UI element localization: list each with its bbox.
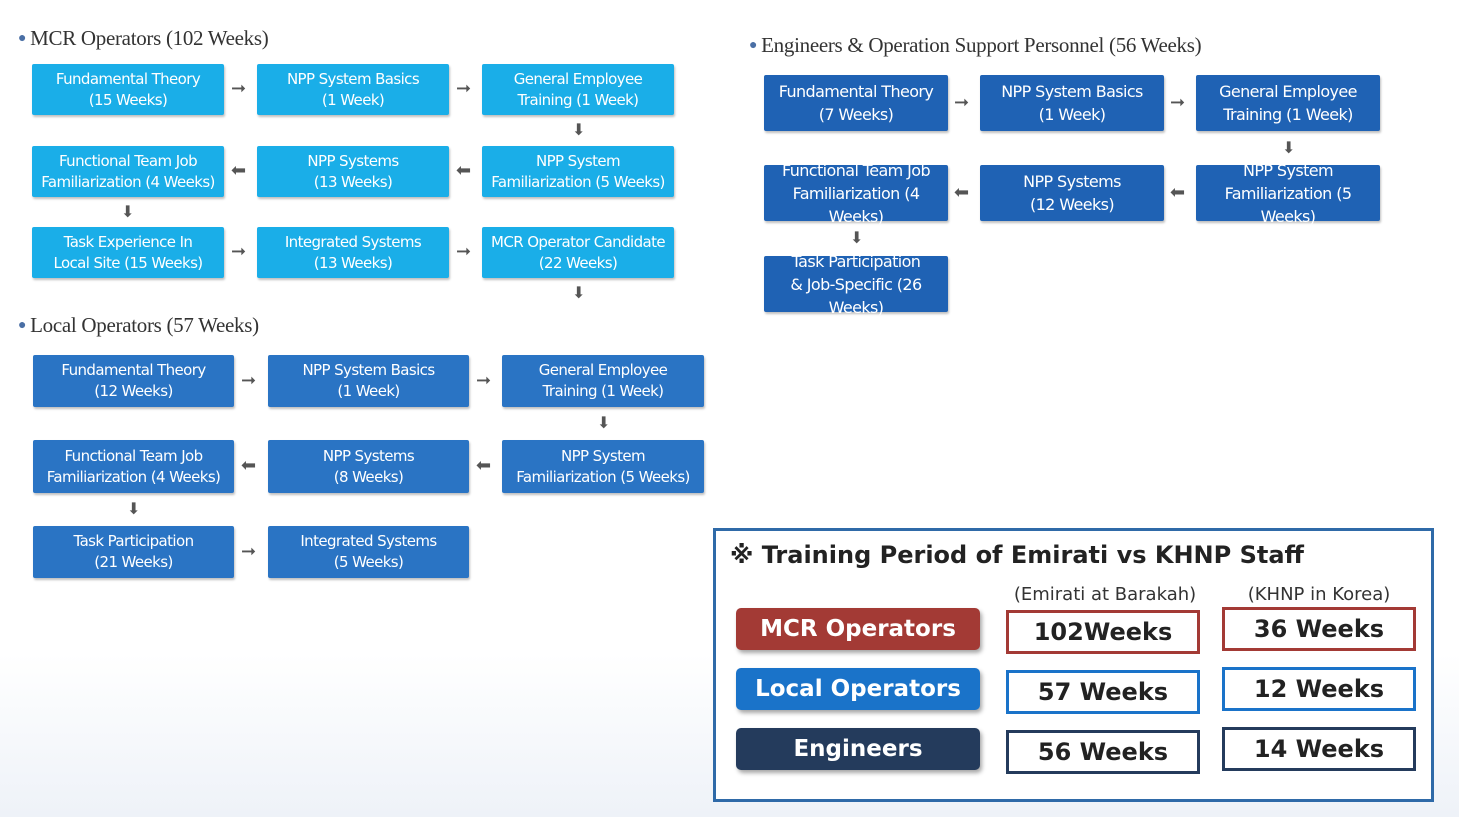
mcr-operators-label: MCR Operators bbox=[736, 608, 980, 650]
arrow-down-icon: ⬇ bbox=[850, 228, 864, 247]
local-step-box: Integrated Systems (5 Weeks) bbox=[268, 526, 469, 578]
arrow-left-icon: ⬅ bbox=[1170, 182, 1186, 203]
local-emirati-value: 57 Weeks bbox=[1006, 670, 1200, 714]
mcr-step-box: General Employee Training (1 Week) bbox=[482, 64, 674, 115]
mcr-step-box: Integrated Systems (13 Weeks) bbox=[257, 227, 449, 278]
arrow-left-icon: ⬅ bbox=[476, 455, 492, 476]
engineers-step-box: Task Participation & Job-Specific (26 We… bbox=[764, 252, 948, 317]
arrow-right-icon: ➞ bbox=[476, 370, 492, 391]
engineers-step-box: General Employee Training (1 Week) bbox=[1196, 75, 1380, 131]
training-period-comparison-panel: ※ Training Period of Emirati vs KHNP Sta… bbox=[713, 528, 1434, 802]
local-operators-label: Local Operators bbox=[736, 668, 980, 710]
arrow-down-icon: ⬇ bbox=[121, 202, 135, 221]
engineers-khnp-value: 14 Weeks bbox=[1222, 727, 1416, 771]
mcr-step-box: Fundamental Theory (15 Weeks) bbox=[32, 64, 224, 115]
column-header-khnp: (KHNP in Korea) bbox=[1247, 584, 1391, 605]
arrow-right-icon: ➞ bbox=[241, 541, 257, 562]
mcr-step-box: NPP Systems (13 Weeks) bbox=[257, 146, 449, 197]
local-step-box: NPP System Familiarization (5 Weeks) bbox=[502, 440, 704, 493]
mcr-step-box: Functional Team Job Familiarization (4 W… bbox=[32, 146, 224, 197]
mcr-step-box: NPP System Basics (1 Week) bbox=[257, 64, 449, 115]
mcr-step-box: NPP System Familiarization (5 Weeks) bbox=[482, 146, 674, 197]
column-header-emirati: (Emirati at Barakah) bbox=[1013, 584, 1197, 605]
engineers-step-box: NPP System Familiarization (5 Weeks) bbox=[1196, 161, 1380, 226]
bullet-icon: ● bbox=[18, 318, 27, 333]
arrow-down-icon: ⬇ bbox=[572, 283, 586, 302]
engineers-step-box: Fundamental Theory (7 Weeks) bbox=[764, 75, 948, 131]
local-step-box: Task Participation (21 Weeks) bbox=[33, 526, 234, 578]
local-section-title: ●Local Operators (57 Weeks) bbox=[18, 313, 259, 338]
local-khnp-value: 12 Weeks bbox=[1222, 667, 1416, 711]
mcr-title-text: MCR Operators (102 Weeks) bbox=[30, 26, 269, 50]
bullet-icon: ● bbox=[18, 31, 27, 46]
engineers-step-box: NPP System Basics (1 Week) bbox=[980, 75, 1164, 131]
mcr-emirati-value: 102Weeks bbox=[1006, 610, 1200, 654]
arrow-down-icon: ⬇ bbox=[127, 499, 141, 518]
engineers-title-text: Engineers & Operation Support Personnel … bbox=[761, 33, 1202, 57]
arrow-right-icon: ➞ bbox=[456, 78, 472, 99]
arrow-right-icon: ➞ bbox=[231, 78, 247, 99]
arrow-down-icon: ⬇ bbox=[1282, 138, 1296, 157]
bullet-icon: ● bbox=[749, 38, 758, 53]
local-step-box: Functional Team Job Familiarization (4 W… bbox=[33, 440, 234, 493]
engineers-label: Engineers bbox=[736, 728, 980, 770]
arrow-left-icon: ⬅ bbox=[456, 160, 472, 181]
arrow-right-icon: ➞ bbox=[1170, 92, 1186, 113]
mcr-section-title: ●MCR Operators (102 Weeks) bbox=[18, 26, 269, 51]
arrow-down-icon: ⬇ bbox=[597, 413, 611, 432]
local-step-box: General Employee Training (1 Week) bbox=[502, 355, 704, 407]
local-step-box: NPP System Basics (1 Week) bbox=[268, 355, 469, 407]
arrow-left-icon: ⬅ bbox=[241, 455, 257, 476]
arrow-right-icon: ➞ bbox=[954, 92, 970, 113]
local-title-text: Local Operators (57 Weeks) bbox=[30, 313, 259, 337]
local-step-box: NPP Systems (8 Weeks) bbox=[268, 440, 469, 493]
engineers-emirati-value: 56 Weeks bbox=[1006, 730, 1200, 774]
arrow-left-icon: ⬅ bbox=[231, 160, 247, 181]
arrow-right-icon: ➞ bbox=[231, 241, 247, 262]
mcr-step-box: MCR Operator Candidate (22 Weeks) bbox=[482, 227, 674, 278]
arrow-down-icon: ⬇ bbox=[572, 120, 586, 139]
arrow-left-icon: ⬅ bbox=[954, 182, 970, 203]
mcr-khnp-value: 36 Weeks bbox=[1222, 607, 1416, 651]
panel-title: ※ Training Period of Emirati vs KHNP Sta… bbox=[730, 541, 1304, 569]
engineers-step-box: NPP Systems (12 Weeks) bbox=[980, 165, 1164, 221]
local-step-box: Fundamental Theory (12 Weeks) bbox=[33, 355, 234, 407]
arrow-right-icon: ➞ bbox=[241, 370, 257, 391]
arrow-right-icon: ➞ bbox=[456, 241, 472, 262]
engineers-step-box: Functional Team Job Familiarization (4 W… bbox=[764, 161, 948, 226]
engineers-section-title: ●Engineers & Operation Support Personnel… bbox=[749, 33, 1202, 58]
mcr-step-box: Task Experience In Local Site (15 Weeks) bbox=[32, 227, 224, 278]
